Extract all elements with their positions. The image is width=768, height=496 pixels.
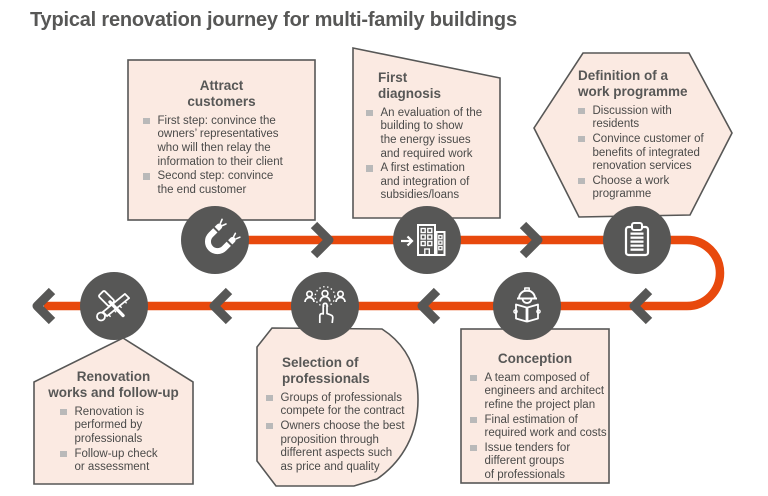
square-bullet-icon [470,416,477,424]
conception-text: Conception A team composed of engineers … [461,351,609,483]
attract-customers-text: Attract customers First step: convince t… [128,78,315,198]
square-bullet-icon [366,165,373,172]
renovation-works-shape [33,337,194,485]
bullet-item: Discussion with residents [578,105,730,132]
bullet-item: Owners choose the best proposition throu… [266,420,418,474]
square-bullet-icon [266,394,273,402]
chevron-left-icon [629,287,653,325]
square-bullet-icon [578,135,585,143]
square-bullet-icon [266,422,273,430]
first-diagnosis-text: First diagnosis An evaluation of the bui… [366,70,496,204]
hammer-saw-icon [80,272,148,340]
chevron-right-icon [519,221,543,259]
square-bullet-icon [470,374,477,382]
square-bullet-icon [470,444,477,452]
attract-customers-shape [127,59,316,221]
chevron-left-icon [417,287,441,325]
magnet-icon [181,206,249,274]
square-bullet-icon [60,408,67,416]
selection-of-professionals-text: Selection of professionals Groups of pro… [266,355,418,475]
square-bullet-icon [143,117,150,125]
bullet-item: Second step: convince the end customer [143,170,315,197]
bullet-item: Choose a work programme [578,175,730,202]
step-heading: Attract customers [187,78,256,109]
bullet-item: Convince customer of benefits of integra… [578,133,730,174]
step-heading: Conception [497,351,573,366]
work-programme-shape [533,52,733,218]
chevron-right-icon [310,221,334,259]
chevron-left-icon [32,287,56,325]
step-heading: Definition of a work programme [578,68,688,99]
bullet-item: Follow-up check or assessment [60,448,193,475]
bullet-item: Issue tenders for different groups of pr… [470,442,609,483]
bullet-item: A team composed of engineers and archite… [470,372,609,413]
journey-path-line [44,235,725,311]
conception-shape [460,328,610,484]
work-programme-text: Definition of a work programme Discussio… [578,68,730,203]
bullet-item: First step: convince the owners’ represe… [143,115,315,169]
step-heading: Selection of professionals [282,355,370,386]
worker-reading-plan-icon [493,272,561,340]
clipboard-icon [603,206,671,274]
page-title: Typical renovation journey for multi-fam… [30,9,517,31]
bullet-item: An evaluation of the building to show th… [366,107,496,161]
square-bullet-icon [60,450,67,458]
renovation-works-text: Renovation works and follow-up Renovatio… [34,369,193,476]
bullet-item: Final estimation of required work and co… [470,414,609,441]
building-arrow-icon [393,206,461,274]
square-bullet-icon [578,177,585,185]
bullet-item: A first estimation and integration of su… [366,162,496,203]
first-diagnosis-shape [352,47,501,219]
square-bullet-icon [143,173,150,180]
step-heading: Renovation works and follow-up [48,369,179,400]
chevron-left-icon [209,287,233,325]
square-bullet-icon [578,107,585,115]
selection-of-professionals-shape [256,327,419,487]
bullet-item: Groups of professionals compete for the … [266,392,418,419]
step-heading: First diagnosis [378,70,442,101]
hand-selecting-people-icon [291,272,359,340]
bullet-item: Renovation is performed by professionals [60,406,193,447]
square-bullet-icon [366,109,373,117]
